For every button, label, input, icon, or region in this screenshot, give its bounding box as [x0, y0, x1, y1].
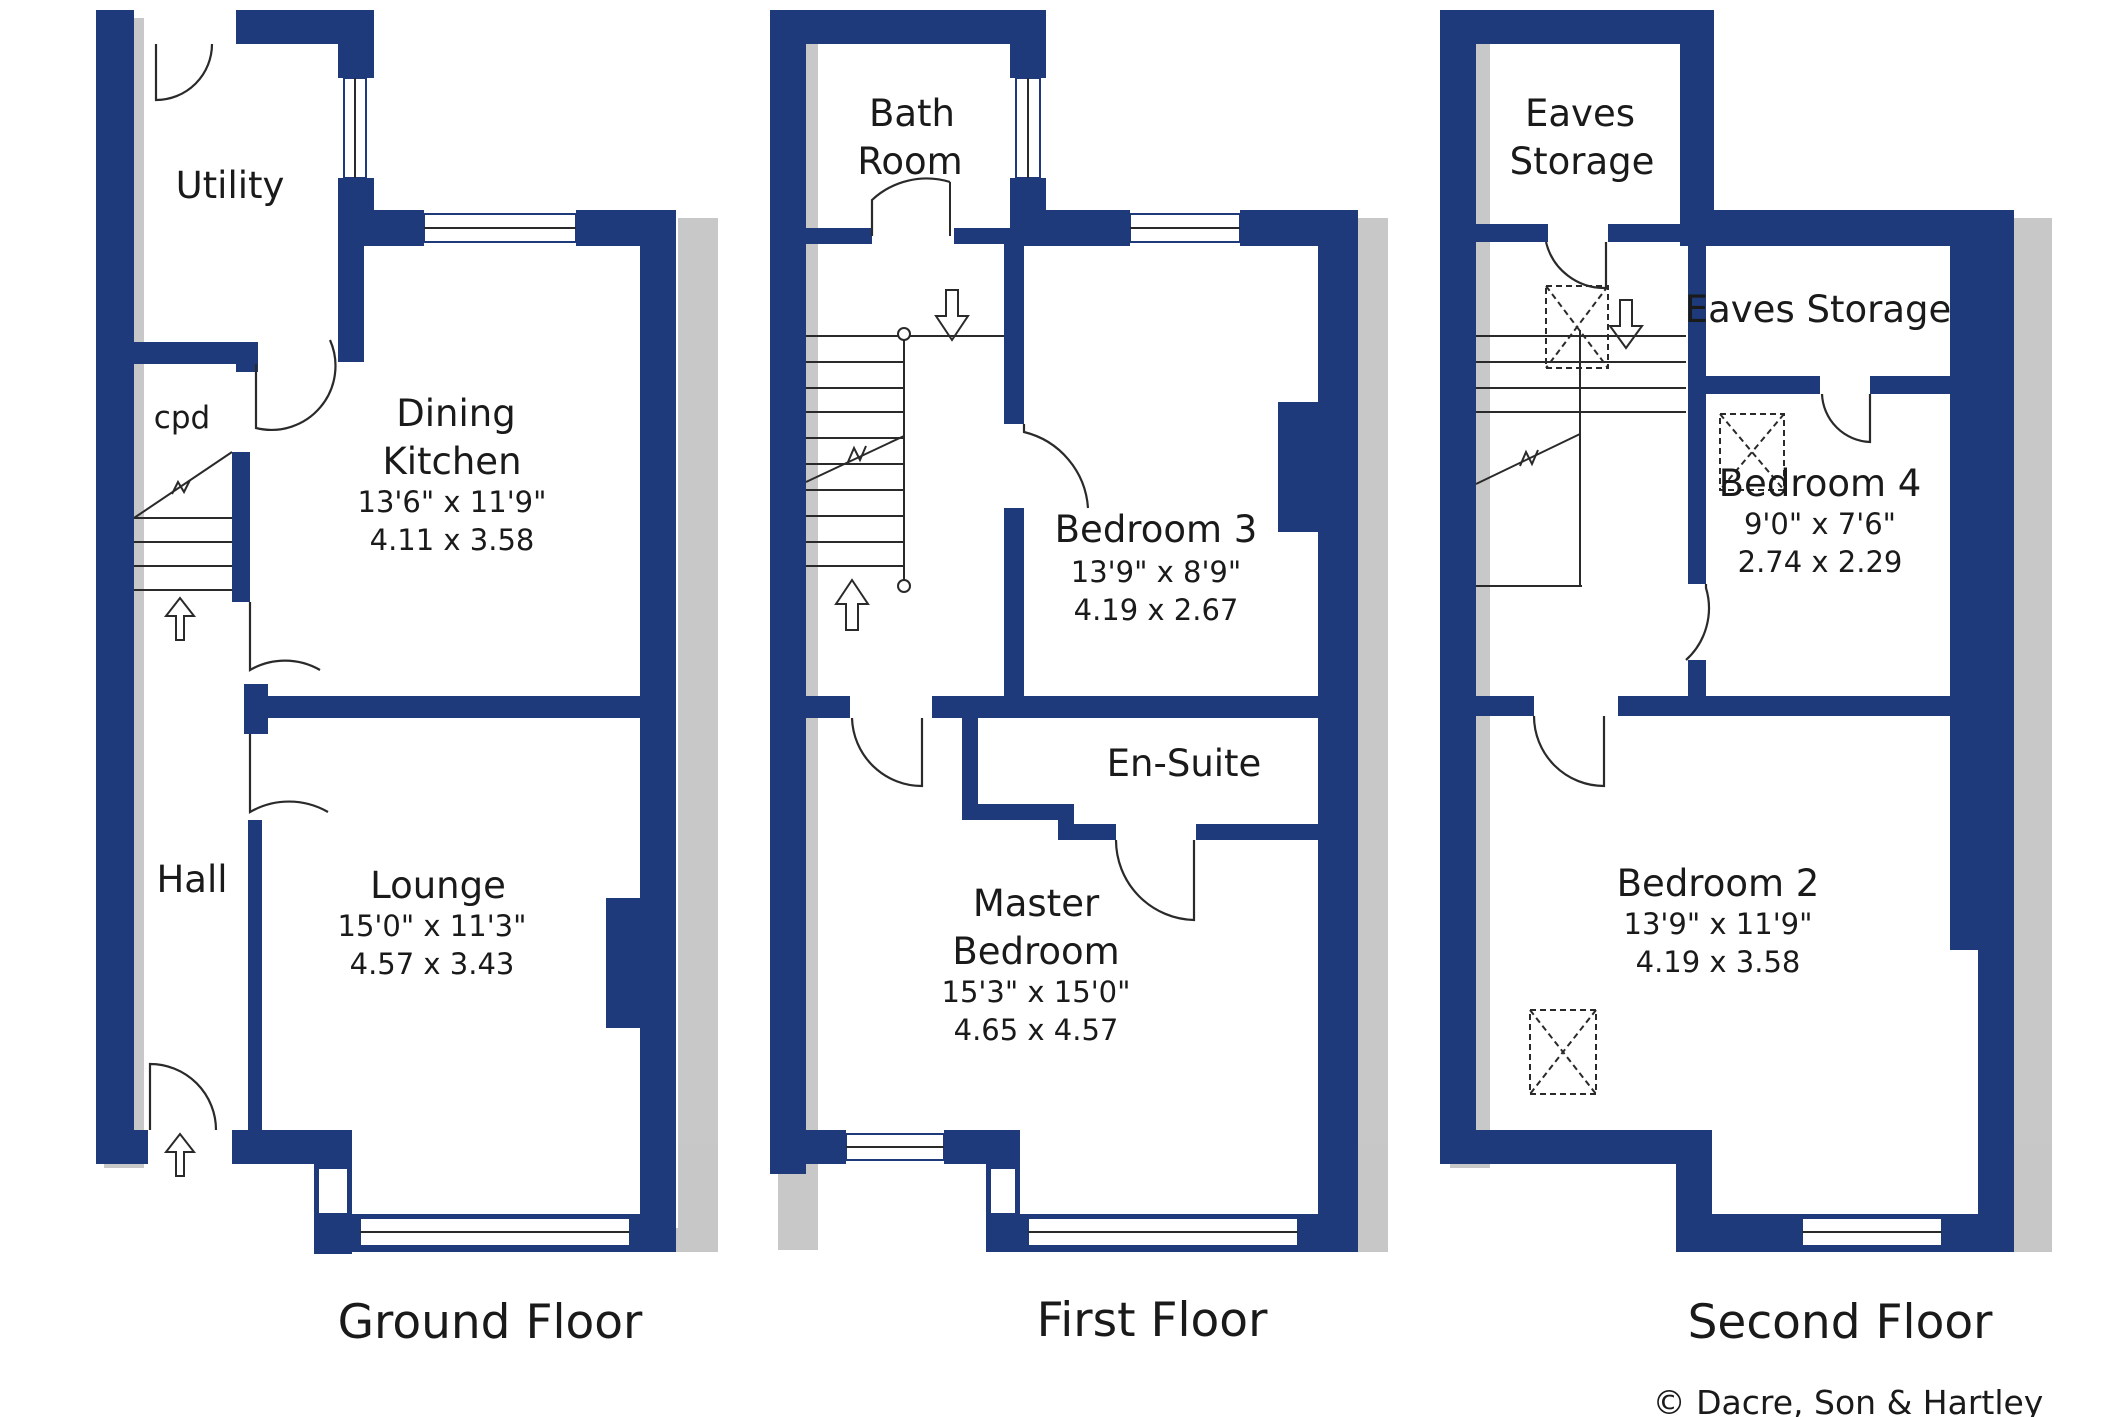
ground-floor-title: Ground Floor: [338, 1295, 643, 1350]
rooflight-icon: [1529, 1009, 1597, 1095]
bedroom4-imperial: 9'0" x 7'6": [1744, 507, 1896, 541]
hall-label: Hall: [156, 858, 227, 901]
eaves1-label-1: Eaves: [1525, 92, 1635, 135]
dining-kitchen-metric: 4.11 x 3.58: [370, 523, 535, 557]
second-walls: [1440, 10, 2014, 1252]
ground-walls: [96, 10, 676, 1254]
second-doors: [1529, 241, 1872, 1095]
ground-floor-plan: Utility cpd Dining Kitchen 13'6" x 11'9"…: [96, 10, 718, 1350]
stair-arrow-icon: [834, 578, 870, 631]
lounge-label: Lounge: [370, 864, 506, 907]
stair-arrow-icon: [163, 1132, 197, 1177]
first-floor-title: First Floor: [1037, 1293, 1268, 1348]
rooflight-icon: [1545, 285, 1609, 369]
door-swing-icon: [154, 43, 214, 102]
door-swing-icon: [248, 734, 329, 814]
dining-kitchen-label-1: Dining: [396, 392, 515, 435]
first-stairs: [805, 289, 1004, 631]
door-swing-icon: [1820, 393, 1872, 444]
second-stairs: [1475, 285, 1686, 587]
utility-label: Utility: [176, 164, 285, 207]
stair-arrow-icon: [934, 289, 970, 342]
master-label-1: Master: [973, 882, 1100, 925]
ground-windows: [317, 77, 631, 1247]
ground-stairs: [133, 451, 233, 641]
ground-doors: [148, 43, 337, 1177]
door-swing-icon: [1544, 241, 1608, 290]
bedroom4-metric: 2.74 x 2.29: [1738, 545, 1903, 579]
door-swing-icon: [1022, 424, 1090, 509]
first-floor-plan: Bath Room Bedroom 3 13'9" x 8'9" 4.19 x …: [770, 10, 1388, 1348]
second-floor-plan: Eaves Storage Eaves Storage Bedroom 4 9'…: [1440, 10, 2052, 1350]
cpd-label: cpd: [154, 400, 210, 436]
window-icon: [317, 1167, 349, 1215]
copyright-text: © Dacre, Son & Hartley: [1653, 1383, 2044, 1417]
door-swing-icon: [1532, 715, 1606, 788]
bedroom2-label: Bedroom 2: [1617, 862, 1820, 905]
eaves2-label: Eaves Storage: [1685, 288, 1952, 331]
master-imperial: 15'3" x 15'0": [942, 975, 1131, 1009]
master-metric: 4.65 x 4.57: [954, 1013, 1119, 1047]
first-windows: [845, 77, 1299, 1247]
bath-label-2: Room: [857, 140, 962, 183]
bedroom2-imperial: 13'9" x 11'9": [1624, 907, 1813, 941]
door-swing-icon: [1114, 839, 1196, 922]
bedroom2-metric: 4.19 x 3.58: [1636, 945, 1801, 979]
stair-arrow-icon: [1608, 299, 1644, 350]
dining-kitchen-label-2: Kitchen: [382, 440, 521, 483]
eaves1-label-2: Storage: [1510, 140, 1655, 183]
lounge-metric: 4.57 x 3.43: [350, 947, 515, 981]
door-swing-icon: [1685, 584, 1711, 661]
first-doors: [850, 177, 1196, 922]
door-swing-icon: [850, 717, 924, 788]
stair-arrow-icon: [163, 596, 197, 641]
dining-kitchen-imperial: 13'6" x 11'9": [358, 485, 547, 519]
door-swing-icon: [254, 339, 337, 431]
door-swing-icon: [148, 1062, 218, 1131]
master-label-2: Bedroom: [952, 930, 1119, 973]
ensuite-label: En-Suite: [1107, 742, 1262, 785]
bedroom3-metric: 4.19 x 2.67: [1074, 593, 1239, 627]
second-floor-title: Second Floor: [1688, 1295, 1994, 1350]
door-swing-icon: [870, 177, 951, 236]
door-swing-icon: [248, 602, 321, 672]
lounge-imperial: 15'0" x 11'3": [338, 909, 527, 943]
window-icon: [989, 1167, 1017, 1215]
second-windows: [1801, 1217, 1943, 1247]
bedroom3-imperial: 13'9" x 8'9": [1071, 555, 1241, 589]
bedroom3-label: Bedroom 3: [1055, 508, 1258, 551]
bath-label-1: Bath: [869, 92, 955, 135]
bedroom4-label: Bedroom 4: [1719, 462, 1922, 505]
rooflight-icon: [1719, 413, 1785, 491]
